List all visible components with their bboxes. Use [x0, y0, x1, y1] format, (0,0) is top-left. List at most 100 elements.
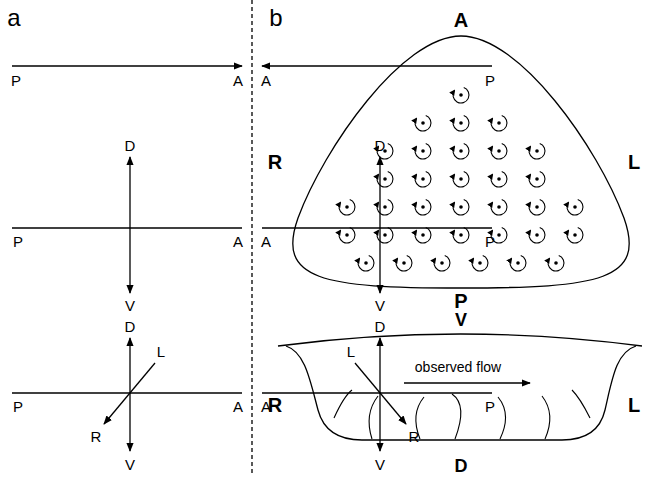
dot — [497, 177, 501, 181]
rotation-symbol — [358, 255, 374, 271]
dot — [535, 177, 539, 181]
rotation-symbol — [453, 171, 469, 187]
dot — [345, 205, 349, 209]
dot — [459, 149, 463, 153]
dot — [383, 177, 387, 181]
ventral-surface — [278, 334, 642, 346]
rotation-arrow — [453, 227, 469, 243]
rotation-symbol — [529, 199, 545, 215]
dot — [459, 177, 463, 181]
rotation-symbol — [529, 171, 545, 187]
dot — [497, 205, 501, 209]
axis-arrow — [129, 393, 130, 451]
axis-arrow — [262, 392, 492, 393]
rotation-symbol — [491, 115, 507, 131]
dot — [421, 177, 425, 181]
axis-label: R — [91, 429, 102, 444]
rotation-symbol — [453, 199, 469, 215]
dot — [364, 261, 368, 265]
axis-arrow — [129, 228, 130, 293]
panel-letter: a — [7, 6, 20, 30]
rotation-arrow — [453, 171, 469, 187]
rotation-arrow — [453, 115, 469, 131]
axis-label: A — [233, 399, 243, 414]
dot — [459, 93, 463, 97]
rotation-arrow — [415, 143, 431, 159]
axis-label: L — [628, 395, 640, 415]
rotation-symbol — [415, 199, 431, 215]
rotation-symbol — [339, 199, 355, 215]
rotation-arrow — [377, 171, 393, 187]
dot — [383, 205, 387, 209]
rotation-arrow — [529, 171, 545, 187]
dot — [459, 121, 463, 125]
axis-label: R — [268, 395, 282, 415]
rotation-arrow — [567, 227, 583, 243]
flow-label: observed flow — [415, 360, 501, 374]
rotation-arrow — [415, 199, 431, 215]
rotation-symbol — [529, 227, 545, 243]
dot — [383, 233, 387, 237]
axis-label: P — [485, 234, 495, 249]
dot — [345, 233, 349, 237]
panel-letter: b — [269, 6, 282, 30]
dot — [459, 233, 463, 237]
rotation-symbol — [377, 171, 393, 187]
axis-label: D — [125, 138, 136, 153]
rotation-arrow — [339, 199, 355, 215]
rotation-arrow — [415, 115, 431, 131]
axis-label: P — [13, 234, 23, 249]
rotation-arrow — [529, 199, 545, 215]
axis-arrow — [104, 363, 155, 424]
rotation-symbol — [453, 143, 469, 159]
axis-label: A — [454, 10, 468, 30]
axis-arrow — [262, 227, 492, 228]
cilium — [572, 390, 590, 418]
axis-label: P — [454, 291, 467, 311]
dot — [497, 233, 501, 237]
axis-arrow — [12, 227, 242, 228]
axis-label: V — [125, 457, 135, 472]
rotation-arrow — [491, 143, 507, 159]
axis-label: A — [261, 73, 271, 88]
rotation-symbol — [453, 115, 469, 131]
rotation-arrow — [510, 255, 526, 271]
dot — [421, 121, 425, 125]
axis-label: V — [125, 298, 135, 313]
cilium — [369, 396, 378, 439]
rotation-arrow — [491, 171, 507, 187]
panel-divider — [251, 0, 252, 475]
rotation-arrow — [434, 255, 450, 271]
dot — [478, 261, 482, 265]
axis-label: A — [261, 234, 271, 249]
axis-label: D — [125, 319, 136, 334]
rotation-arrow — [377, 227, 393, 243]
rotation-arrow — [415, 227, 431, 243]
rotation-symbol — [472, 255, 488, 271]
cilium — [498, 397, 506, 439]
cilium — [334, 390, 352, 418]
dot — [516, 261, 520, 265]
axis-label: R — [409, 429, 420, 444]
axis-label: A — [233, 234, 243, 249]
rotation-symbol — [415, 143, 431, 159]
axis-label: P — [485, 399, 495, 414]
rotation-symbol — [415, 115, 431, 131]
axis-label: D — [455, 457, 468, 475]
rotation-arrow — [491, 199, 507, 215]
rotation-symbol — [377, 227, 393, 243]
axis-arrow — [12, 65, 242, 66]
dot — [497, 149, 501, 153]
rotation-symbol — [548, 255, 564, 271]
axis-label: L — [628, 152, 640, 172]
rotation-arrow — [567, 199, 583, 215]
axis-label: L — [157, 344, 165, 359]
dot — [421, 149, 425, 153]
rotation-symbol — [377, 199, 393, 215]
rotation-symbol — [567, 227, 583, 243]
axis-label: D — [375, 138, 386, 153]
axis-label: R — [268, 152, 282, 172]
rotation-symbol — [491, 171, 507, 187]
